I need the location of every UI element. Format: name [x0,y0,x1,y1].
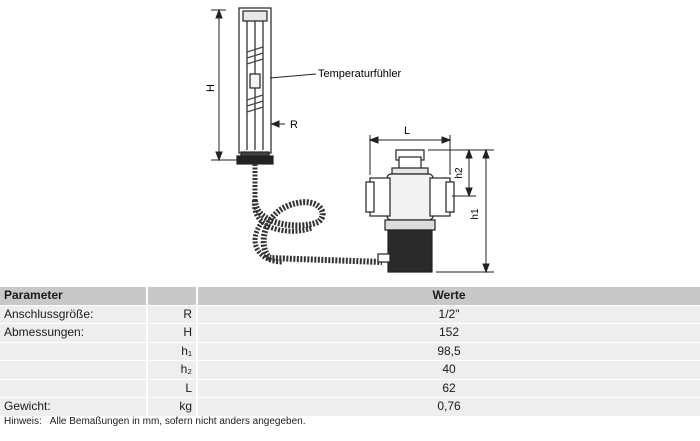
row-param [0,342,148,361]
header-values: Werte [198,287,700,306]
dim-L-label: L [404,125,410,137]
row-symbol: h₂ [148,361,198,380]
row-value: 62 [198,379,700,398]
footnote-text: Alle Bemaßungen in mm, sofern nicht ande… [49,416,306,427]
footnote-label: Hinweis: [4,416,42,427]
row-value: 40 [198,361,700,380]
dim-R-label: R [290,119,298,131]
sensor-label: Temperaturfühler [318,68,401,80]
header-parameter: Parameter [0,287,148,306]
row-symbol: kg [148,398,198,417]
technical-drawing: H R Temperaturfühler [205,7,494,274]
row-symbol: h₁ [148,342,198,361]
dimension-R [270,120,285,128]
table-row: Anschlussgröße: R 1/2" [0,305,700,324]
dim-h1-label: h1 [470,208,481,220]
table-row: h₁ 98,5 [0,342,700,361]
table-row: Abmessungen: H 152 [0,324,700,343]
header-symbol [148,287,198,306]
row-param: Anschlussgröße: [0,305,148,324]
row-value: 0,76 [198,398,700,417]
valve-body [365,149,455,273]
dim-h2-label: h2 [454,167,465,179]
row-param [0,361,148,380]
row-symbol: H [148,324,198,343]
row-value: 152 [198,324,700,343]
dimension-H [211,8,238,162]
row-symbol: R [148,305,198,324]
row-param: Gewicht: [0,398,148,417]
specification-table: Parameter Werte Anschlussgröße: R 1/2" A… [0,287,700,417]
dimension-h2 [428,148,476,198]
row-param: Abmessungen: [0,324,148,343]
footnote: Hinweis: Alle Bemaßungen in mm, sofern ni… [4,416,314,427]
table-row: L 62 [0,379,700,398]
table-row: Gewicht: kg 0,76 [0,398,700,417]
row-symbol: L [148,379,198,398]
row-value: 98,5 [198,342,700,361]
row-value: 1/2" [198,305,700,324]
table-header-row: Parameter Werte [0,287,700,306]
sensor-callout-line [269,73,317,79]
dim-H-label: H [205,84,217,92]
capillary-tube [252,164,383,265]
table-row: h₂ 40 [0,361,700,380]
dimension-L [368,135,452,175]
row-param [0,379,148,398]
dimension-h1 [436,148,494,274]
sensor-housing [236,7,274,165]
